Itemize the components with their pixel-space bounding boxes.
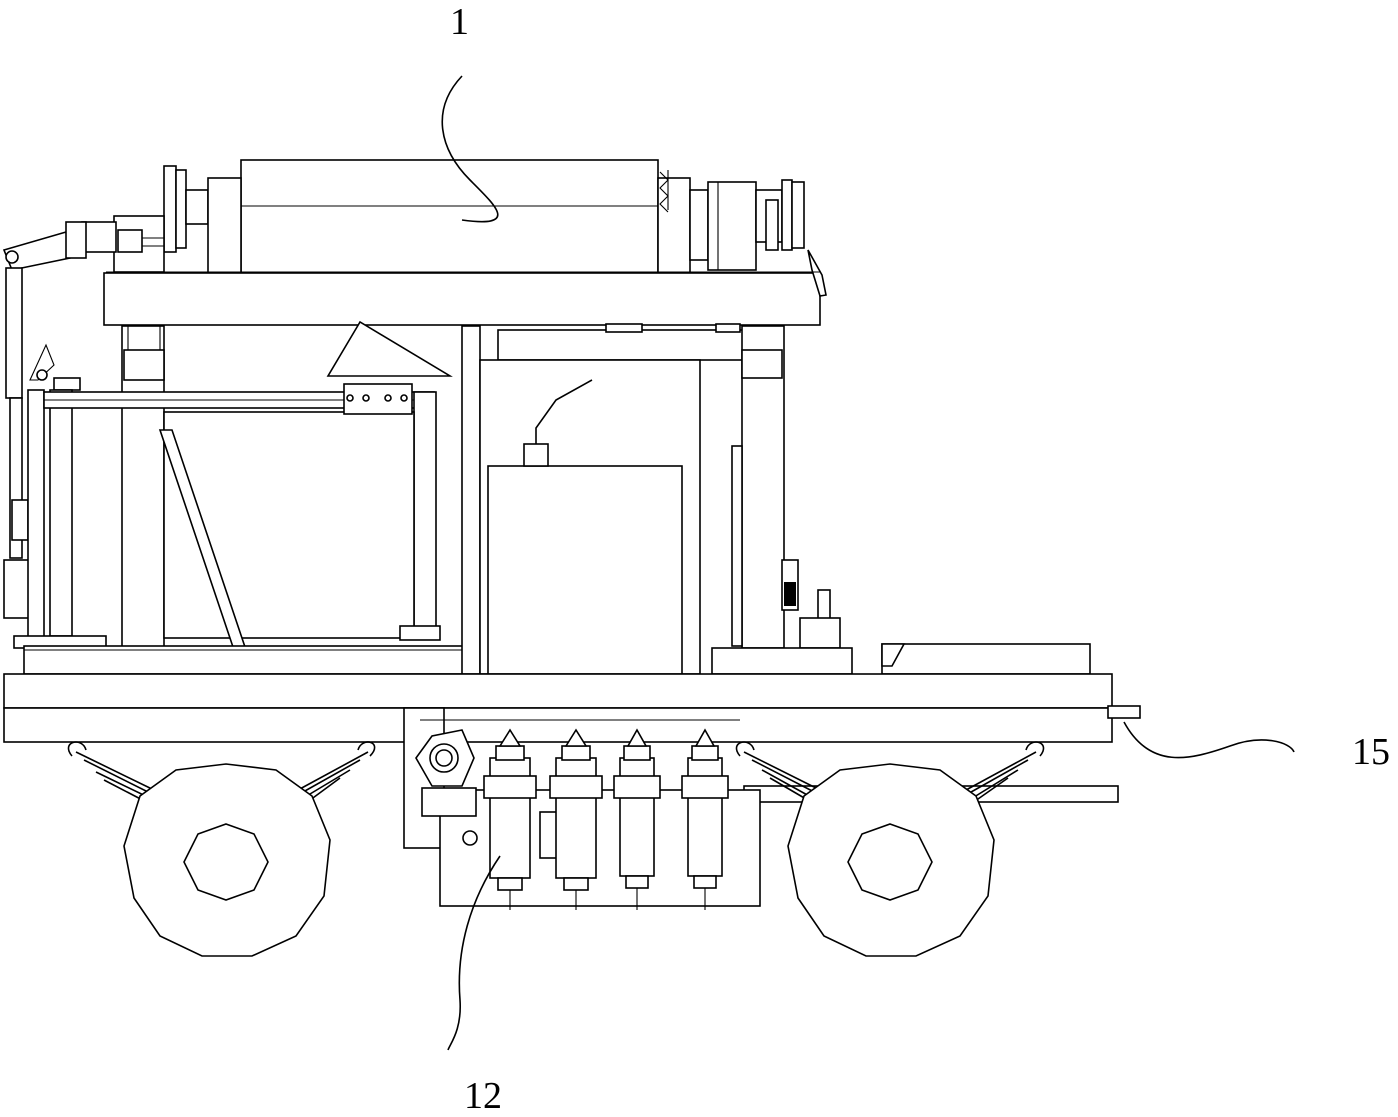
leader-line-1 [441, 75, 499, 223]
leader-line-15 [1123, 721, 1295, 759]
upper-platform [103, 249, 827, 326]
leader-line-12 [447, 855, 501, 1051]
wheel-left [123, 763, 331, 957]
top-roller-assembly [81, 159, 805, 274]
filter-bank [415, 728, 761, 910]
reference-numeral-1: 1 [450, 1, 469, 43]
left-frame [13, 320, 465, 675]
wheel-right [787, 763, 995, 957]
central-tank [461, 323, 745, 675]
crane-arm [2, 221, 87, 619]
right-structure [711, 325, 1091, 675]
reference-numeral-15: 15 [1352, 731, 1390, 773]
reference-numeral-12: 12 [464, 1075, 502, 1117]
